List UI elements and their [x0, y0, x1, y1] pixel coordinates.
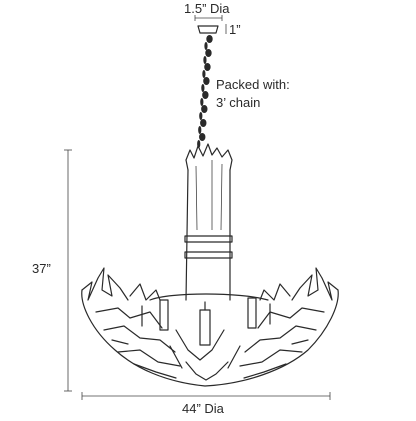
width-label: 44” Dia [182, 401, 224, 416]
chain-link [199, 133, 206, 141]
chain-link [203, 77, 210, 85]
chain-link [202, 70, 206, 78]
chain-link [198, 126, 202, 134]
canopy-diameter-label: 1.5” Dia [184, 1, 230, 16]
chain-link [201, 84, 205, 92]
chain-link [206, 35, 213, 43]
canopy [197, 25, 219, 34]
height-label: 37” [32, 261, 51, 276]
chain-link [204, 42, 208, 50]
chain-link [204, 63, 211, 71]
packing-note-line2: 3’ chain [216, 95, 261, 110]
chain-link [200, 98, 204, 106]
canopy-height-label: 1” [229, 22, 241, 37]
antler-bowl [81, 267, 339, 387]
candle-sockets [141, 297, 271, 346]
chain-link [202, 91, 209, 99]
chain-link [201, 105, 208, 113]
chain-link [200, 119, 207, 127]
height-dimension-line [64, 149, 72, 392]
chain [197, 35, 213, 148]
chain-link [199, 112, 203, 120]
chain-link [203, 56, 207, 64]
width-dimension-line [81, 392, 331, 400]
packing-note-line1: Packed with: [216, 77, 290, 92]
central-column [184, 143, 233, 301]
canopy-dimension-line [194, 15, 223, 21]
chain-link [205, 49, 212, 57]
